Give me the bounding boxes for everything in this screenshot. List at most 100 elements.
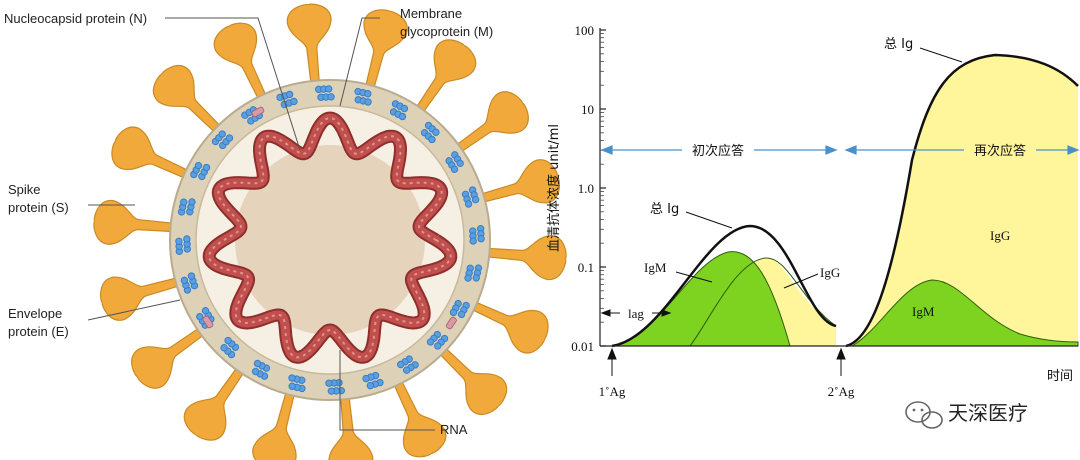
spike-protein — [411, 39, 477, 120]
membrane-glycoprotein — [469, 224, 485, 245]
x-axis-label: 时间 — [1047, 369, 1073, 384]
protein-bead — [366, 381, 375, 390]
y-tick-label-1: 1.0 — [578, 181, 594, 196]
y-tick-label-0-1: 0.1 — [578, 260, 594, 275]
protein-bead — [362, 374, 370, 383]
y-axis-label: 血清抗体浓度 unit/ml — [546, 124, 562, 252]
envelope-protein — [202, 315, 214, 329]
spike-protein — [433, 341, 508, 415]
viral-core — [235, 145, 425, 335]
lag-arrow — [600, 309, 672, 317]
igm-secondary-label: IgM — [912, 304, 935, 319]
membrane-glycoprotein — [420, 121, 440, 144]
protein-bead — [183, 235, 191, 243]
watermark: 天深医疗 — [905, 401, 1028, 429]
spike-protein — [93, 199, 182, 245]
protein-bead — [196, 312, 204, 321]
protein-bead — [188, 198, 196, 206]
spike-shape — [411, 39, 477, 120]
spike-label-line2: protein (S) — [8, 200, 69, 215]
spike-shape — [131, 322, 211, 389]
protein-bead — [225, 134, 234, 142]
protein-bead — [364, 90, 372, 98]
antibody-chart: 100 10 1.0 0.1 0.01 血清抗体浓度 unit/ml 初次应答 … — [546, 23, 1080, 399]
lag-right-head — [661, 309, 672, 317]
protein-bead — [456, 159, 464, 168]
membrane-glycoprotein — [175, 235, 191, 256]
rna-pointer — [339, 350, 435, 431]
igg-primary-curve — [689, 257, 837, 347]
primary-response-label: 初次应答 — [692, 143, 744, 159]
spike-shape — [111, 126, 197, 183]
total-ig-secondary-curve — [845, 53, 1079, 348]
spike-shape — [100, 275, 188, 321]
membrane-glycoprotein — [362, 371, 384, 390]
envelope-label-line2: protein (E) — [8, 324, 69, 339]
membrane-glycoprotein — [177, 198, 196, 216]
envelope-pointer — [87, 299, 181, 321]
virus-pointer-lines — [87, 17, 435, 431]
spike-protein — [111, 126, 197, 183]
y-tick-label-100: 100 — [575, 23, 595, 38]
membrane-glycoprotein — [211, 130, 234, 150]
spike-protein — [100, 275, 188, 321]
igg-primary-pointer — [783, 273, 819, 289]
membrane-glycoprotein — [426, 330, 449, 350]
protein-bead — [364, 98, 372, 106]
protein-bead — [469, 237, 477, 245]
watermark-text: 天深医疗 — [948, 401, 1028, 425]
igg-secondary-area — [846, 55, 1078, 346]
envelope-label-line1: Envelope — [8, 306, 62, 321]
membrane-glycoprotein — [445, 151, 464, 173]
membrane-glycoprotein — [389, 100, 409, 121]
secondary-label-bg — [964, 140, 1036, 160]
protein-bead — [324, 85, 333, 93]
primary-arrow-left-head — [600, 145, 613, 155]
rna-coil-stripes — [208, 116, 452, 359]
membrane-glycoprotein — [461, 186, 480, 208]
igm-primary-pointer — [675, 271, 713, 283]
protein-bead — [327, 387, 336, 395]
spike-shape — [213, 22, 271, 108]
membrane-glycoprotein — [397, 355, 419, 374]
protein-bead — [327, 93, 335, 101]
virus-diagram: Nucleocapsid protein (N) Membrane glycop… — [4, 3, 567, 460]
protein-bead — [426, 338, 435, 346]
protein-bead — [472, 274, 480, 282]
spike-protein — [478, 235, 567, 281]
protein-bead — [471, 195, 480, 204]
spike-shape — [433, 341, 508, 415]
protein-bead — [398, 112, 407, 121]
spike-shape — [183, 360, 249, 441]
envelope-proteins — [202, 106, 457, 330]
membrane-label-line1: Membrane — [400, 6, 462, 21]
y-tick-label-10: 10 — [581, 102, 594, 117]
envelope-protein — [445, 316, 457, 330]
chart-axes — [599, 28, 1078, 347]
y-tick-label-0-01: 0.01 — [571, 339, 594, 354]
protein-bead — [432, 128, 440, 136]
spike-shape — [463, 297, 549, 354]
total-ig-primary-pointer — [685, 211, 733, 229]
nucleocapsid-label: Nucleocapsid protein (N) — [4, 11, 147, 26]
y-minor-ticks — [600, 33, 604, 323]
secondary-arrow-left-head — [844, 145, 857, 155]
total-ig-primary-label: 总 Ig — [650, 202, 679, 217]
protein-bead — [402, 366, 411, 374]
igm-primary-label: IgM — [644, 260, 667, 275]
first-ag-arrow-head — [607, 347, 617, 360]
protein-bead — [175, 237, 183, 246]
spike-shape — [472, 159, 560, 205]
protein-bead — [477, 234, 485, 243]
membrane-glycoprotein — [276, 90, 298, 109]
protein-bead — [290, 97, 298, 106]
rna-nucleocapsid-coil — [202, 111, 458, 364]
protein-bead — [220, 344, 228, 352]
protein-bead — [288, 382, 296, 390]
protein-bead — [457, 310, 466, 319]
rna-label: RNA — [440, 422, 468, 437]
protein-bead — [325, 379, 333, 387]
protein-bead — [288, 374, 296, 382]
spike-protein — [252, 383, 297, 460]
protein-bead — [428, 135, 436, 144]
